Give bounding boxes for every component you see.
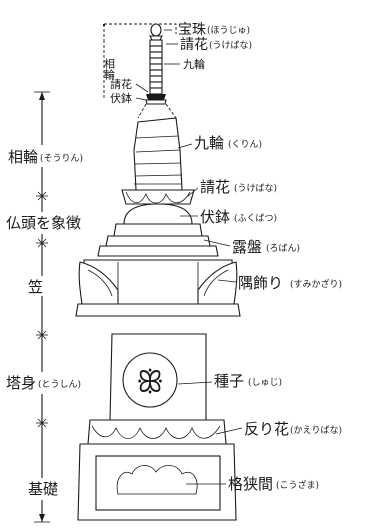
sorihana-reading: (かえりばな) xyxy=(290,425,342,436)
fukubachi-label: 伏鉢 xyxy=(200,208,230,226)
roban-step1 xyxy=(113,223,203,237)
sumikazari-label: 隅飾り xyxy=(238,274,283,292)
kurin-label: 九輪 xyxy=(194,134,224,152)
inset-kurin-label: 九輪 xyxy=(183,57,205,71)
ukebana-label: 請花 xyxy=(200,178,230,196)
koushima-label: 格狭間 xyxy=(228,475,273,493)
koushima-panel xyxy=(95,455,221,511)
sumikazari-reading: (すみかざり) xyxy=(290,278,342,290)
seed-circle xyxy=(122,352,178,408)
right-pointers xyxy=(177,143,243,485)
left-butto-label: 仏頭を象徴 xyxy=(6,214,81,232)
ukebana-reading: (うけばな) xyxy=(234,183,277,194)
koushima-reading: (こうざま) xyxy=(276,479,319,491)
left-toushin-reading: (とうしん) xyxy=(38,379,81,390)
kurin-spire xyxy=(133,117,183,191)
roban-step3 xyxy=(97,245,219,257)
left-kasa-label: 笠 xyxy=(28,278,43,296)
seed-glyph: ꕥ xyxy=(136,365,164,400)
stupa-body: ꕥ xyxy=(75,117,241,521)
ukebana-lotus xyxy=(121,189,195,205)
inset-small-ukebana-label: 請花 xyxy=(110,77,132,91)
kasa-base xyxy=(75,303,241,317)
fukubachi-dome xyxy=(123,203,193,225)
koushima-shape xyxy=(116,465,198,495)
roban-step2 xyxy=(105,235,211,247)
kurin-reading: (くりん) xyxy=(228,139,262,150)
shuji-label: 種子 xyxy=(214,372,244,390)
inset-souren-label: 相輪 xyxy=(103,58,116,81)
inset-houju-reading: (ほうじゅ) xyxy=(207,25,250,36)
left-kiso-label: 基礎 xyxy=(28,480,58,498)
shuji-reading: (しゅじ) xyxy=(248,377,282,388)
left-toushin-label: 塔身 xyxy=(6,374,36,392)
finial-inset xyxy=(103,23,180,119)
inset-small-fukubachi-label: 伏鉢 xyxy=(110,91,132,105)
roban-label: 露盤 xyxy=(232,238,262,256)
left-sourin-reading: (そうりん) xyxy=(40,153,83,164)
sorihana-label: 反り花 xyxy=(244,420,289,438)
inset-jewel-shape xyxy=(150,23,162,37)
inset-rings xyxy=(149,39,163,95)
inset-ukebana-reading: (うけばな) xyxy=(209,40,252,51)
inset-houju-label: 宝珠 xyxy=(178,22,206,38)
sorihana-band xyxy=(87,419,227,445)
roban-reading: (ろばん) xyxy=(266,243,300,254)
fukubachi-reading: (ふくばつ) xyxy=(234,213,277,224)
left-sourin-label: 相輪 xyxy=(8,148,38,166)
inset-ukebana-label: 請花 xyxy=(180,37,208,53)
